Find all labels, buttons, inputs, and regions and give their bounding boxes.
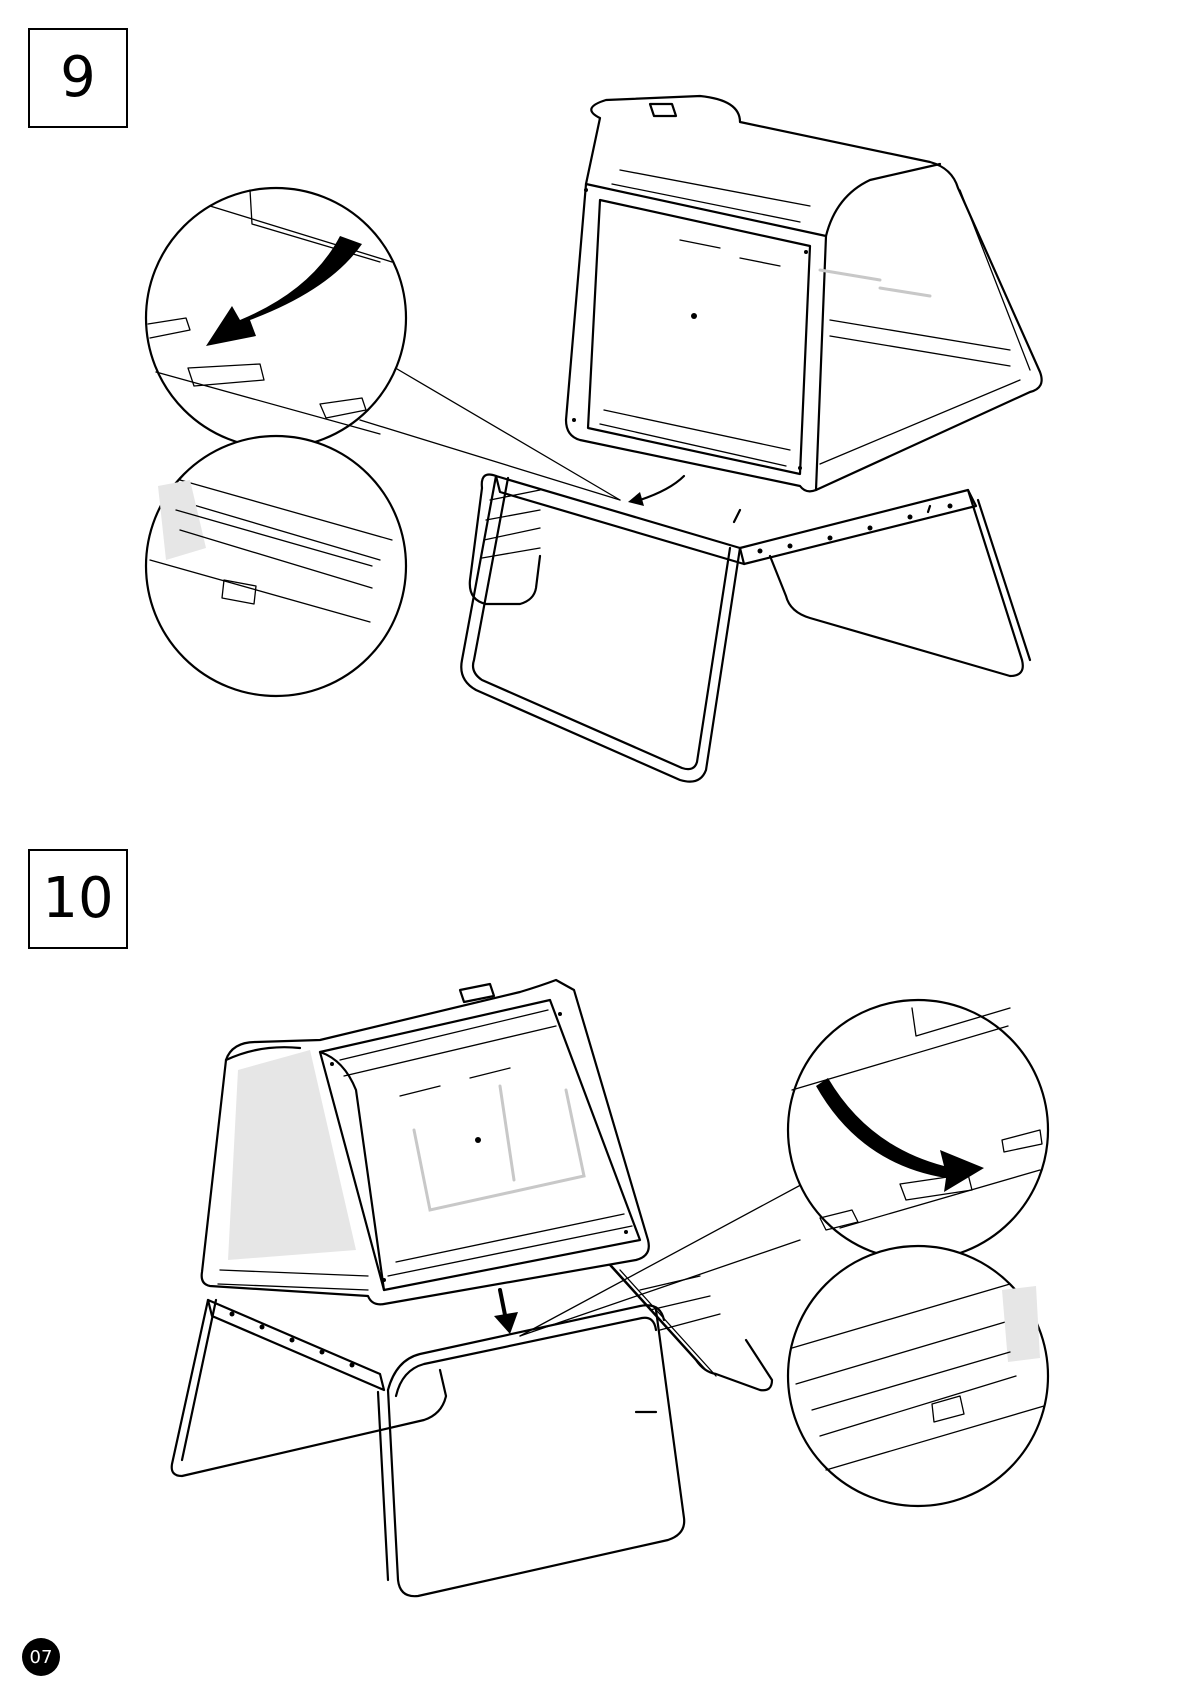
page-number: 07: [30, 1647, 53, 1668]
step10-seat-shell: [202, 980, 649, 1304]
step10-base-frame: [172, 1254, 772, 1596]
tab-press-arrow-icon: [788, 1000, 1048, 1260]
step9-base-frame: [461, 475, 1030, 782]
chair-assembly-step9-illustration: [0, 0, 1191, 820]
step10-callout-leader-lines: [520, 1180, 810, 1336]
tab-locked-detail-icon: [146, 436, 406, 696]
step9-seat-shell: [566, 96, 1042, 491]
step-10-number: 10: [42, 871, 113, 927]
step-10-number-box: 10: [28, 849, 128, 949]
step10-down-arrow-icon: [494, 1290, 518, 1334]
tab-press-arrow-icon: [146, 188, 406, 448]
page-number-badge: 07: [22, 1638, 60, 1676]
step9-small-arrow-icon: [640, 476, 684, 500]
tab-locked-detail-icon: [788, 1246, 1048, 1506]
